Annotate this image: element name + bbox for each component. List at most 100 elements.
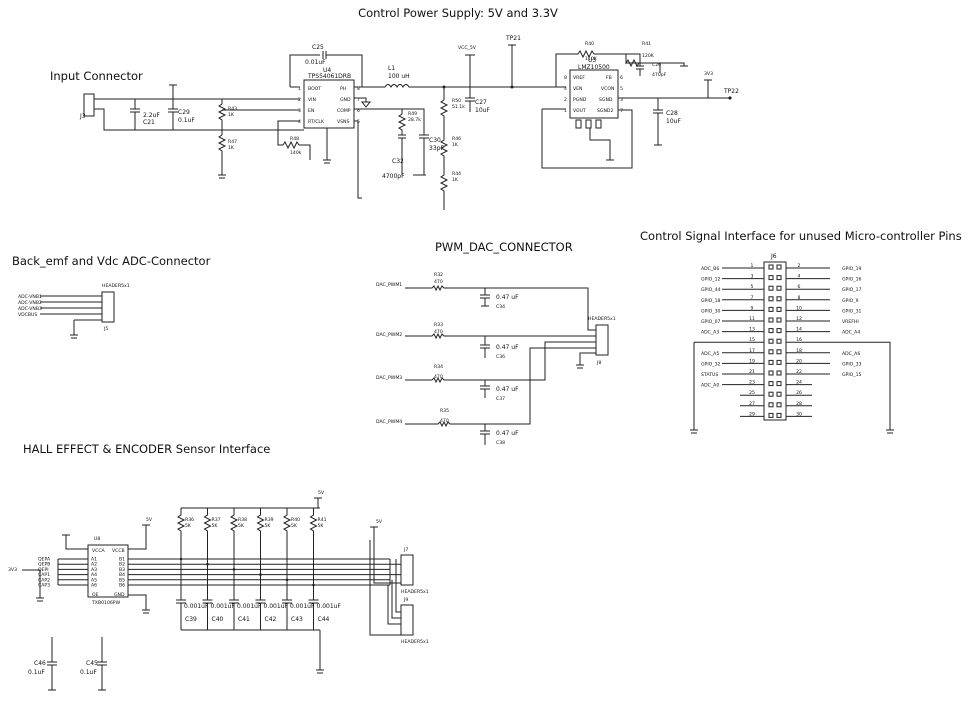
c21-label: C21 [143,119,155,126]
adc-net-3: ADC-VNB3 [18,306,42,312]
u8-b-pin: B6 [119,583,125,589]
j6-pin-pad [776,349,782,355]
c26-label: C26 [652,62,661,68]
j6-left-net: GPIO_07 [701,319,721,325]
u4-part: TPS54061DRB [307,73,351,80]
r43-label: R43 [228,106,237,112]
l1-value: 100 uH [388,73,410,80]
u8-gnd: GND [114,592,125,598]
j5-ref: J5 [103,326,108,332]
j6-pin-pad [776,359,782,365]
dac-pwm4-net: DAC_PWM4 [376,419,402,425]
pullup-ref: R36 [185,517,194,523]
j6-pin-left: 5 [751,284,754,290]
j6-pin-left: 3 [751,274,754,280]
j6-pin-pad [768,349,774,355]
u3-num-4: 4 [564,86,567,92]
u8-b-pin: B2 [119,562,125,568]
u4-pin-en: EN [308,108,314,114]
pullup-value: 5K [291,523,298,529]
u8-b-pin: B3 [119,567,125,573]
l1-label: L1 [388,65,395,72]
vcc5v-label: VCC_5V [458,45,477,51]
hall-cap-ref: C39 [185,616,197,623]
j6-pin-pad [768,359,774,365]
u4-pin-rt: RT/CLK [308,119,325,125]
hall-input-net: CAP2 [38,577,50,583]
j6-left-net: ADC_A5 [701,351,719,357]
adc-net-4: VDCBUS [18,312,37,318]
u3-pin-sgnd2: SGND2 [597,108,613,114]
u4-pin-ph: PH [340,86,346,92]
c27-value: 10uF [475,107,490,114]
pwm-dac-title: PWM_DAC_CONNECTOR [435,240,573,254]
u4-num-4: 4 [298,119,301,125]
c46-label: C46 [34,660,46,667]
hall-cap-value: 0.001uF [264,603,289,610]
r43-value: 1K [228,112,235,118]
c25-label: C25 [312,44,324,51]
j6-pin-pad [768,412,774,418]
j6-pin-pad [768,285,774,291]
u4-num-3: 3 [298,108,301,114]
u3-label: U3 [588,57,596,64]
j6-right-net: ADC_A4 [842,330,860,336]
j6-left-net: GPIO_18 [701,298,721,304]
pwm-dac-circuit: HEADER5x1 J8 DAC_PWM1 R32 470 0.47 uF C3… [376,272,616,446]
j6-pin-left: 9 [751,305,754,311]
j6-pin-right: 14 [796,327,802,333]
j6-pin-left: 19 [749,358,755,364]
r40-label: R40 [585,41,594,47]
u8-a-pin: A4 [91,572,97,578]
j6-pin-pad [768,306,774,312]
c37-value: 0.47 uF [496,386,519,393]
c28-label: C28 [666,110,678,117]
j6-pin-pad [768,317,774,323]
r49-value: 28.7k [408,117,421,123]
j3-label: J3 [79,113,86,120]
dac-pwm2-net: DAC_PWM2 [376,332,402,338]
r41-label: R41 [642,41,651,47]
j6-pin-left: 29 [749,411,755,417]
u8-a-pin: A6 [91,583,97,589]
c21-value: 2.2uF [143,112,160,119]
j6-pin-pad [768,264,774,270]
r33-value: 470 [434,329,443,335]
u4-num-6: 6 [357,108,360,114]
j6-pin-right: 12 [796,316,802,322]
j6-pin-right: 20 [796,358,802,364]
j9-ref: J9 [403,597,408,603]
c29-label: C29 [178,109,190,116]
adc-net-2: ADC-VNB2 [18,300,42,306]
j6-pin-pad [776,264,782,270]
j6-pin-pad [768,370,774,376]
j6-pin-left: 11 [749,316,755,322]
j7-part: HEADER5x1 [401,589,429,595]
j6-right-net: GPIO_16 [842,277,862,283]
hall-cap-ref: C43 [291,616,303,623]
pullup-value: 5K [238,523,245,529]
j6-pin-left: 21 [749,369,755,375]
c38-value: 0.47 uF [496,430,519,437]
u3-num-3: 3 [620,97,623,103]
u3-num-7: 7 [620,108,623,114]
j6-pin-pad [776,391,782,397]
u3-pin-ven: VEN [573,86,582,92]
power-supply-title: Control Power Supply: 5V and 3.3V [358,6,558,20]
j6-left-net: GPIO_44 [701,287,721,293]
u3-pin-fb: FB [606,75,612,81]
j6-pin-left: 7 [751,295,754,301]
pullup-value: 5K [318,523,325,529]
j6-pin-pad [768,381,774,387]
hall-cap-ref: C40 [212,616,224,623]
u4-num-1: 1 [298,86,301,92]
j6-left-net: STATUS [701,372,718,378]
u4-pin-comp: COMP [337,108,351,114]
j6-right-net: GPIO_17 [842,287,862,293]
j6-wires [690,267,894,434]
r40-value: 110K [585,56,598,62]
u4-pin-gnd: GND [340,97,351,103]
j6-pin-pad [768,391,774,397]
u8-b-pin: B4 [119,572,125,578]
